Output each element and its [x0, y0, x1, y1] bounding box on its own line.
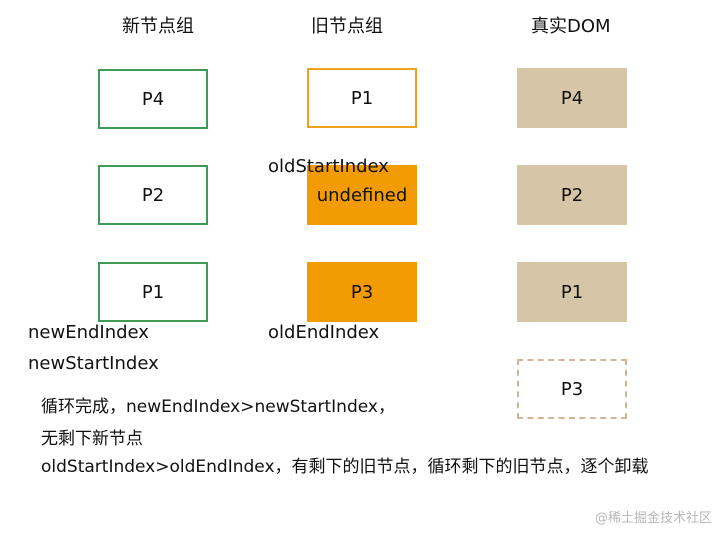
pointer-old-start-index: oldStartIndex [268, 156, 389, 177]
old-node-undefined: undefined [307, 165, 417, 225]
header-new-group: 新节点组 [122, 16, 194, 37]
note-line-1: 循环完成，newEndIndex>newStartIndex， [41, 397, 395, 417]
old-node-p1: P1 [307, 68, 417, 128]
dom-node-p3-unmounting: P3 [517, 359, 627, 419]
old-node-p3: P3 [307, 262, 417, 322]
new-node-p1: P1 [98, 262, 208, 322]
new-node-p2: P2 [98, 165, 208, 225]
header-real-dom: 真实DOM [531, 16, 611, 37]
new-node-p4: P4 [98, 69, 208, 129]
dom-node-p4: P4 [517, 68, 627, 128]
header-old-group: 旧节点组 [311, 16, 383, 37]
note-line-3: oldStartIndex>oldEndIndex，有剩下的旧节点，循环剩下的旧… [41, 457, 649, 477]
note-line-2: 无剩下新节点 [41, 429, 143, 449]
dom-node-p2: P2 [517, 165, 627, 225]
pointer-old-end-index: oldEndIndex [268, 322, 380, 343]
dom-node-p1: P1 [517, 262, 627, 322]
pointer-new-start-index: newStartIndex [28, 353, 159, 374]
pointer-new-end-index: newEndIndex [28, 322, 149, 343]
watermark: @稀土掘金技术社区 [594, 511, 712, 526]
